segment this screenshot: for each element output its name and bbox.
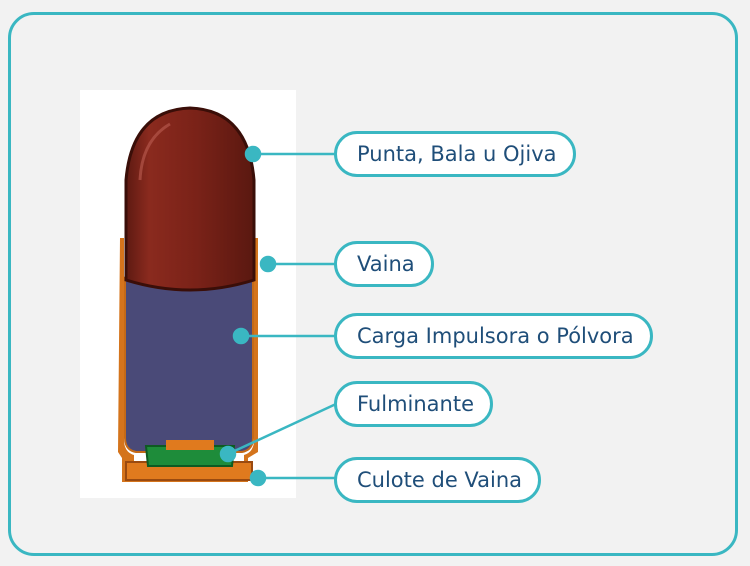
leader-dot-case-head xyxy=(249,469,267,487)
label-case-head: Culote de Vaina xyxy=(334,457,542,503)
label-case: Vaina xyxy=(334,241,434,287)
label-bullet: Punta, Bala u Ojiva xyxy=(334,131,576,177)
leader-dot-primer xyxy=(219,445,237,463)
case xyxy=(118,238,258,482)
powder-charge xyxy=(124,276,254,453)
leader-line-primer xyxy=(227,402,337,456)
label-powder: Carga Impulsora o Pólvora xyxy=(334,313,653,359)
leader-dot-bullet xyxy=(244,145,262,163)
bullet-highlight xyxy=(138,122,171,181)
label-primer: Fulminante xyxy=(334,381,494,427)
bullet xyxy=(124,106,256,292)
leader-dot-case xyxy=(259,255,277,273)
primer-pocket xyxy=(166,440,214,450)
leader-dot-powder xyxy=(232,327,250,345)
